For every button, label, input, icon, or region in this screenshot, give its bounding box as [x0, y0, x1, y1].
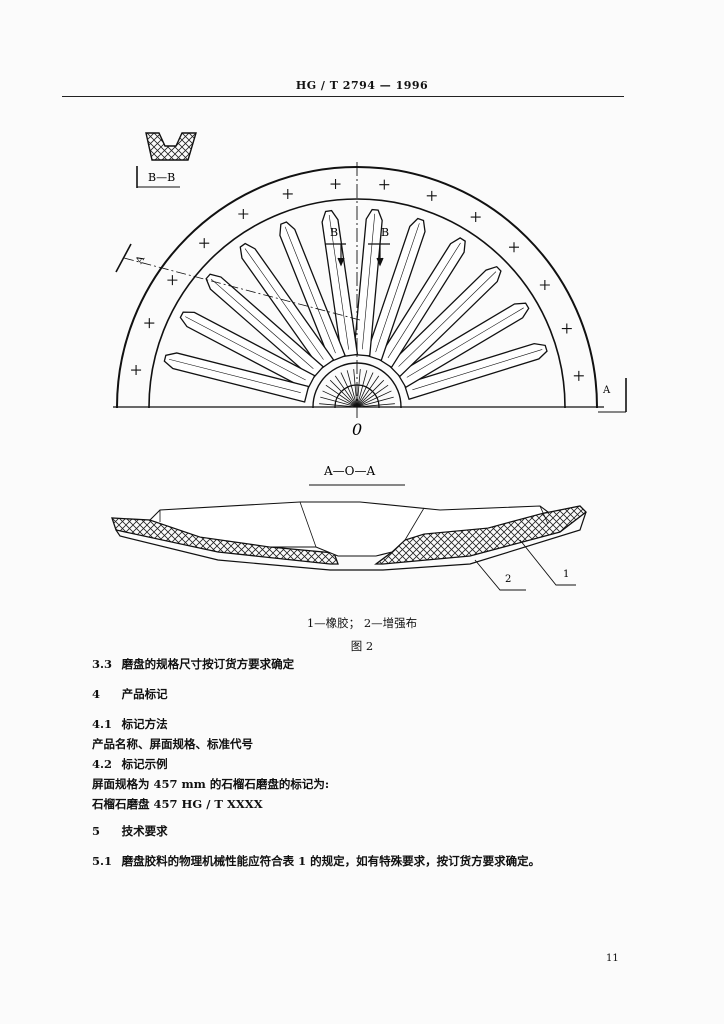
center-mark-o: 0 [352, 420, 362, 439]
clause-3-3: 3.3 磨盘的规格尺寸按订货方要求确定 [92, 656, 294, 672]
section-4-title: 产品标记 [121, 687, 168, 701]
clause-4-1-heading: 4.1 标记方法 [92, 716, 168, 732]
rim-cross-mark [561, 323, 572, 334]
section-4-number: 4 [92, 687, 101, 701]
hub-ray [353, 369, 358, 408]
rim-cross-mark [144, 318, 155, 329]
rim-cross-mark [199, 238, 210, 249]
section-b-left-label: B [330, 226, 338, 239]
disc-spoke-centerline [284, 226, 336, 354]
hub-ray [356, 379, 385, 408]
hub-ray [325, 384, 358, 408]
disc-spoke-centerline [328, 214, 349, 350]
hub-ray [346, 370, 358, 408]
section-bb-label: B—B [148, 171, 175, 184]
section-5-number: 5 [92, 824, 101, 838]
disc-spoke-centerline [406, 307, 524, 378]
section-4-heading: 4 产品标记 [92, 686, 168, 702]
disc-cross-section [111, 501, 587, 571]
clause-4-2-heading: 4.2 标记示例 [92, 756, 168, 772]
clause-4-1-title: 标记方法 [121, 717, 168, 731]
clause-4-2-line1: 屏面规格为 457 mm 的石榴石磨盘的标记为: [92, 777, 330, 791]
hub-ray [322, 390, 358, 408]
disc-spoke-centerline [244, 248, 324, 360]
hub-ray [356, 390, 392, 408]
page-number: 11 [606, 953, 619, 964]
section-bb-profile [136, 132, 197, 188]
section-b-marks [325, 243, 390, 267]
clause-3-3-text: 磨盘的规格尺寸按订货方要求确定 [121, 657, 295, 671]
section-5-title: 技术要求 [121, 824, 168, 838]
section-a-left-mark [115, 243, 361, 321]
header-rule [62, 96, 624, 97]
figure-legend: 1—橡胶； 2—增强布 [306, 616, 418, 630]
clause-4-2-line2: 石榴石磨盘 457 HG / T XXXX [92, 797, 263, 811]
rim-cross-mark [573, 370, 584, 381]
section-a-left-label: A [134, 253, 148, 266]
hub-ray [320, 396, 358, 408]
section-a-right-mark [598, 378, 627, 413]
clause-5-1: 5.1 磨盘胶料的物理机械性能应符合表 1 的规定，如有特殊要求，按订货方要求确… [92, 853, 540, 869]
rim-cross-mark [282, 188, 293, 199]
disc-spoke-centerline [362, 213, 376, 350]
standard-header: HG / T 2794 — 1996 [295, 79, 429, 92]
hub-ray [356, 396, 394, 408]
callout-1: 1 [563, 569, 569, 580]
clause-3-3-number: 3.3 [92, 657, 113, 671]
rim-cross-mark [379, 179, 390, 190]
section-b-right-label: B [381, 226, 389, 239]
hub-ray [356, 384, 389, 408]
disc-spoke [163, 352, 310, 403]
section-5-heading: 5 技术要求 [92, 823, 168, 839]
section-aoa-label: A—O—A [323, 464, 376, 478]
section-a-right-label: A [602, 385, 611, 396]
hub-ray [356, 372, 374, 408]
disc-spoke-centerline [387, 242, 461, 359]
clause-4-1-text: 产品名称、屏面规格、标准代号 [92, 737, 253, 751]
disc-spoke-centerline [210, 278, 314, 369]
figure-caption: 图 2 [350, 639, 374, 653]
hub-ray [356, 375, 380, 408]
rim-cross-mark [131, 365, 142, 376]
disc-spoke-centerline [398, 271, 497, 367]
hub-ray [356, 370, 368, 408]
hub-ray [356, 369, 361, 408]
rim-cross-mark [470, 212, 481, 223]
clause-5-1-number: 5.1 [92, 854, 113, 868]
callout-2: 2 [505, 574, 511, 585]
rim-cross-mark [509, 242, 520, 253]
rim-cross-mark [539, 280, 550, 291]
clause-4-2-number: 4.2 [92, 757, 113, 771]
rim-cross-mark [426, 190, 437, 201]
rim-cross-mark [167, 275, 178, 286]
disc-spoke-centerline [168, 358, 301, 394]
rim-cross-mark [330, 179, 341, 190]
technical-drawing: B—B 0 B B A A A—O—A [111, 132, 627, 591]
hub-ray [334, 375, 358, 408]
disc-spoke-centerline [375, 223, 420, 353]
clause-4-1-number: 4.1 [92, 717, 113, 731]
hub-ray [329, 379, 358, 408]
disc-spoke-centerline [412, 349, 543, 391]
disc-spoke-centerline [185, 316, 306, 381]
clause-5-1-text: 磨盘胶料的物理机械性能应符合表 1 的规定，如有特殊要求，按订货方要求确定。 [121, 854, 541, 868]
callout-leaders [474, 539, 576, 591]
hub-ray [340, 372, 358, 408]
clause-4-2-title: 标记示例 [121, 757, 168, 771]
rim-cross-mark [238, 208, 249, 219]
